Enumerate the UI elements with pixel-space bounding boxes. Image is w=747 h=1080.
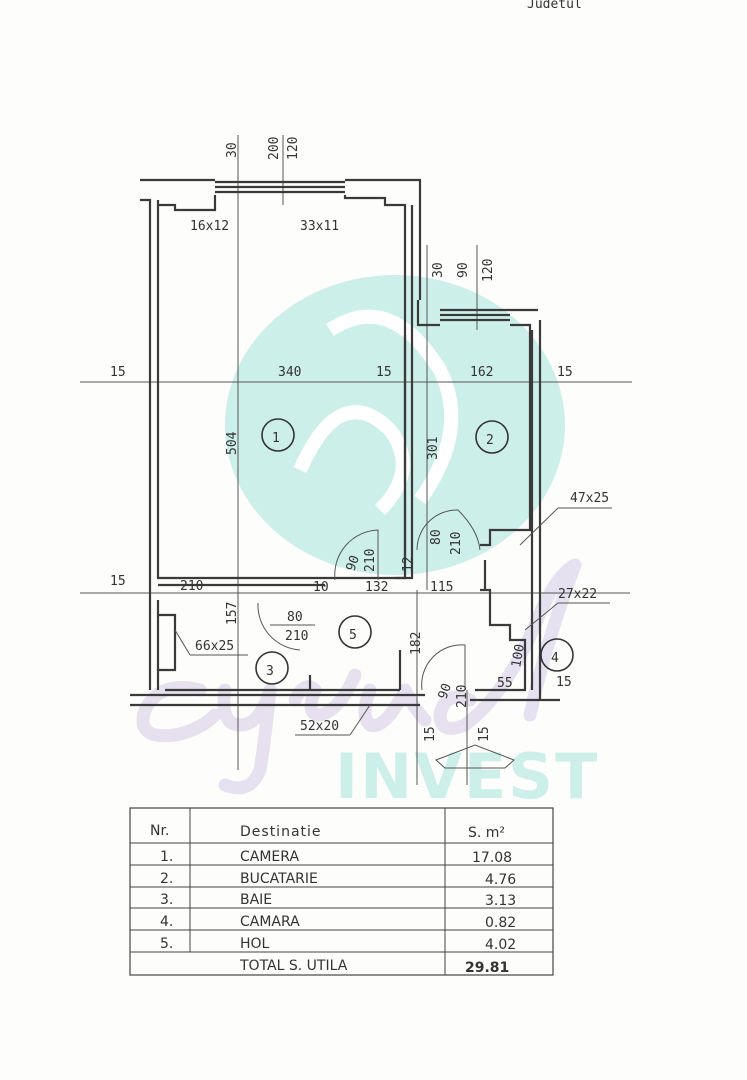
dim-label: 55 bbox=[497, 676, 513, 691]
table-row: 3. BAIE 3.13 bbox=[160, 892, 516, 909]
svg-text:CAMERA: CAMERA bbox=[240, 849, 299, 865]
table-header-nr: Nr. bbox=[150, 823, 169, 839]
dim-label: 210 bbox=[455, 685, 470, 708]
dim-label: 47x25 bbox=[570, 491, 609, 506]
area-table: Nr. Destinatie S. m² 1. CAMERA 17.08 2. … bbox=[129, 807, 554, 976]
dim-label: 90 bbox=[436, 682, 455, 702]
table-header-area: S. m² bbox=[468, 825, 505, 841]
room-number-1: 1 bbox=[272, 431, 280, 446]
dimension-labels: 30 200 120 16x12 33x11 30 90 120 15 340 … bbox=[110, 137, 612, 742]
watermark-invest-text: INVEST bbox=[335, 740, 599, 813]
dim-label: 90 bbox=[456, 262, 471, 278]
table-row: 4. CAMARA 0.82 bbox=[160, 914, 516, 931]
dim-label: 52x20 bbox=[300, 719, 339, 734]
walls bbox=[130, 178, 560, 707]
dim-label: 33x11 bbox=[300, 219, 339, 234]
dim-label: 15 bbox=[110, 365, 126, 380]
dim-label: 301 bbox=[426, 437, 441, 460]
svg-text:3.: 3. bbox=[160, 892, 173, 908]
dim-label: 210 bbox=[180, 579, 203, 594]
dim-label: 132 bbox=[365, 580, 388, 595]
dim-label: 16x12 bbox=[190, 219, 229, 234]
table-total-label: TOTAL S. UTILA bbox=[239, 958, 348, 974]
dim-label: 210 bbox=[449, 532, 464, 555]
svg-text:CAMARA: CAMARA bbox=[240, 914, 300, 930]
dim-label: 30 bbox=[431, 262, 446, 278]
dim-label: 120 bbox=[481, 259, 496, 282]
room-number-3: 3 bbox=[266, 664, 274, 679]
table-row: 2. BUCATARIE 4.76 bbox=[160, 871, 516, 888]
dim-label: 157 bbox=[225, 602, 240, 625]
room-number-4: 4 bbox=[551, 651, 559, 666]
svg-text:0.82: 0.82 bbox=[485, 915, 516, 931]
table-header-destination: Destinatie bbox=[240, 824, 322, 840]
dim-label: 120 bbox=[286, 137, 301, 160]
svg-text:4.02: 4.02 bbox=[485, 937, 516, 953]
door-swings bbox=[257, 509, 515, 769]
table-total-value: 29.81 bbox=[465, 960, 509, 976]
svg-text:17.08: 17.08 bbox=[472, 850, 512, 866]
room-markers: 1 2 3 4 5 bbox=[255, 418, 574, 685]
room-number-2: 2 bbox=[486, 433, 494, 448]
svg-text:4.76: 4.76 bbox=[485, 872, 516, 888]
dim-label: 504 bbox=[225, 431, 240, 455]
dim-label: 15 bbox=[477, 726, 492, 742]
table-row: 5. HOL 4.02 bbox=[160, 936, 516, 953]
dim-label: 162 bbox=[470, 365, 493, 380]
svg-text:1.: 1. bbox=[160, 849, 173, 865]
dim-label: 100 bbox=[509, 643, 528, 669]
svg-text:HOL: HOL bbox=[240, 936, 270, 952]
dim-label: 182 bbox=[409, 632, 424, 655]
dim-label: 15 bbox=[110, 574, 126, 589]
dim-label: 80 bbox=[287, 610, 303, 625]
svg-text:BAIE: BAIE bbox=[240, 892, 272, 908]
dim-label: 210 bbox=[285, 629, 308, 644]
corner-text: Judetul bbox=[527, 0, 582, 12]
dim-label: 15 bbox=[556, 675, 572, 690]
dim-label: 27x22 bbox=[558, 587, 597, 602]
svg-text:BUCATARIE: BUCATARIE bbox=[240, 871, 318, 887]
dim-label: 200 bbox=[267, 137, 282, 160]
dim-label: 115 bbox=[430, 580, 453, 595]
svg-text:4.: 4. bbox=[160, 914, 173, 930]
table-row: 1. CAMERA 17.08 bbox=[160, 849, 512, 866]
room-number-5: 5 bbox=[349, 628, 357, 643]
svg-text:3.13: 3.13 bbox=[485, 893, 516, 909]
dim-label: 15 bbox=[557, 365, 573, 380]
dim-label: 30 bbox=[225, 142, 240, 158]
dim-label: 12 bbox=[401, 556, 416, 572]
svg-text:5.: 5. bbox=[160, 936, 173, 952]
dim-label: 15 bbox=[423, 726, 438, 742]
dim-label: 66x25 bbox=[195, 639, 234, 654]
dim-label: 340 bbox=[278, 365, 301, 380]
dim-label: 90 bbox=[344, 554, 363, 574]
dim-label: 210 bbox=[363, 549, 378, 572]
dim-label: 10 bbox=[313, 580, 329, 595]
dim-label: 15 bbox=[376, 365, 392, 380]
svg-text:2.: 2. bbox=[160, 871, 173, 887]
dim-label: 80 bbox=[429, 529, 444, 545]
